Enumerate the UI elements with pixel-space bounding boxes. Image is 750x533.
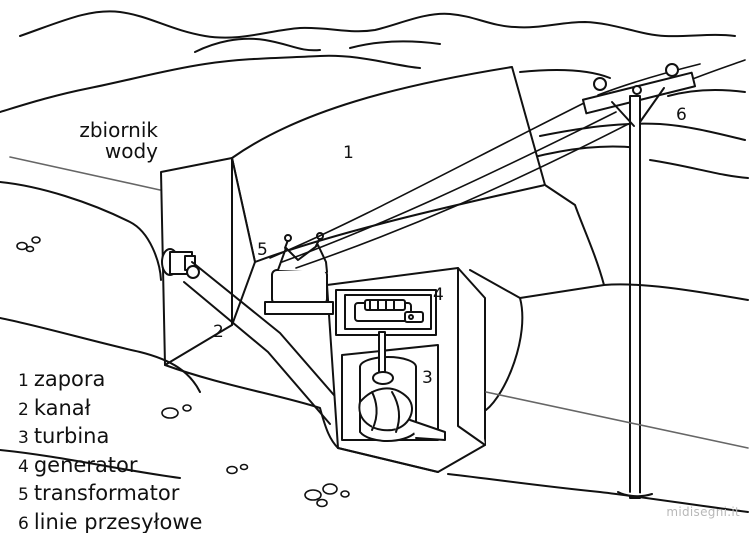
- legend-text: turbina: [33, 424, 110, 449]
- legend-number: 4: [18, 456, 29, 477]
- legend-number: 5: [18, 485, 29, 506]
- intake-valve: [161, 248, 200, 279]
- power-lines: [269, 59, 746, 269]
- legend-text: linie przesyłowe: [33, 509, 203, 533]
- callout-1: 1: [343, 143, 354, 163]
- legend-text: generator: [33, 452, 138, 477]
- generator: [354, 299, 424, 323]
- legend-number: 3: [18, 428, 29, 449]
- water-line: [9, 156, 161, 191]
- watermark: midisegni.it: [666, 505, 740, 519]
- transformer: [264, 232, 334, 315]
- legend-text: transformator: [33, 481, 180, 506]
- legend-text: zapora: [33, 367, 106, 391]
- ground: [0, 181, 749, 513]
- callout-5: 5: [257, 240, 268, 260]
- reservoir-label: zbiornik wody: [33, 120, 158, 162]
- callout-2: 2: [213, 322, 224, 342]
- mountains: [0, 10, 749, 179]
- callout-6: 6: [676, 105, 687, 125]
- reservoir-label-text: zbiornik wody: [79, 118, 158, 163]
- legend-text: kanał: [33, 395, 91, 420]
- utility-pole: [581, 63, 697, 499]
- dam: [160, 66, 605, 366]
- turbine: [358, 331, 446, 442]
- callout-4: 4: [433, 285, 444, 305]
- callout-3: 3: [422, 368, 433, 388]
- legend-number: 6: [18, 513, 29, 533]
- pebbles: [16, 236, 350, 508]
- legend-number: 1: [18, 371, 29, 391]
- legend-number: 2: [18, 399, 29, 420]
